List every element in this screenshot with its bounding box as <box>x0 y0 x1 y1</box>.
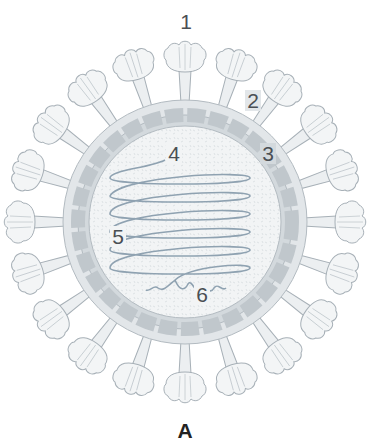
callout-number: 2 <box>245 90 261 111</box>
callout-number: 1 <box>178 11 194 32</box>
panel-letter: A <box>175 420 194 441</box>
callout-number: 3 <box>260 143 276 164</box>
callout-number: 6 <box>194 284 210 305</box>
callout-number: 4 <box>166 143 182 164</box>
callout-number: 5 <box>110 226 126 247</box>
